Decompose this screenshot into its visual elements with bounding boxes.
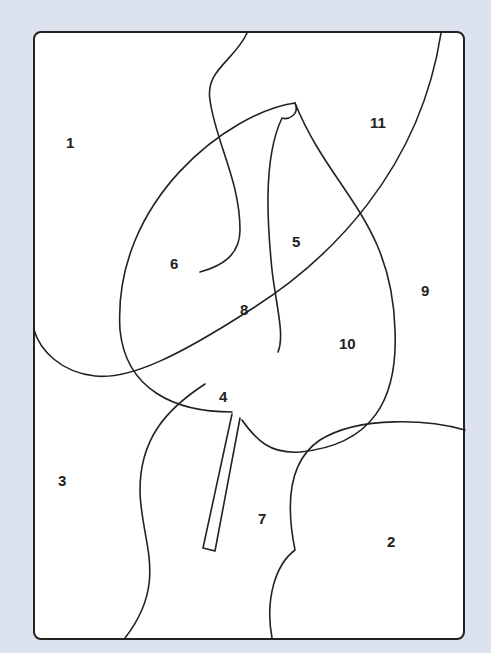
page-frame bbox=[34, 32, 464, 639]
vase-curve bbox=[34, 33, 441, 376]
right-leaf bbox=[242, 103, 395, 452]
vase-side bbox=[125, 384, 205, 638]
leaf-vein bbox=[268, 103, 296, 352]
region-number: 2 bbox=[387, 534, 395, 549]
region-number: 1 bbox=[66, 135, 74, 150]
region-number: 9 bbox=[421, 283, 429, 298]
region-number: 7 bbox=[258, 511, 266, 526]
round-shape bbox=[270, 422, 465, 638]
region-number: 10 bbox=[339, 336, 356, 351]
region-number: 4 bbox=[219, 389, 227, 404]
region-number: 3 bbox=[58, 473, 66, 488]
leaf-stem bbox=[203, 414, 240, 551]
vase-edge bbox=[200, 33, 247, 272]
region-number: 8 bbox=[240, 302, 248, 317]
left-leaf bbox=[120, 103, 295, 412]
region-number: 11 bbox=[370, 115, 386, 130]
region-number: 5 bbox=[292, 234, 300, 249]
region-number: 6 bbox=[170, 256, 178, 271]
